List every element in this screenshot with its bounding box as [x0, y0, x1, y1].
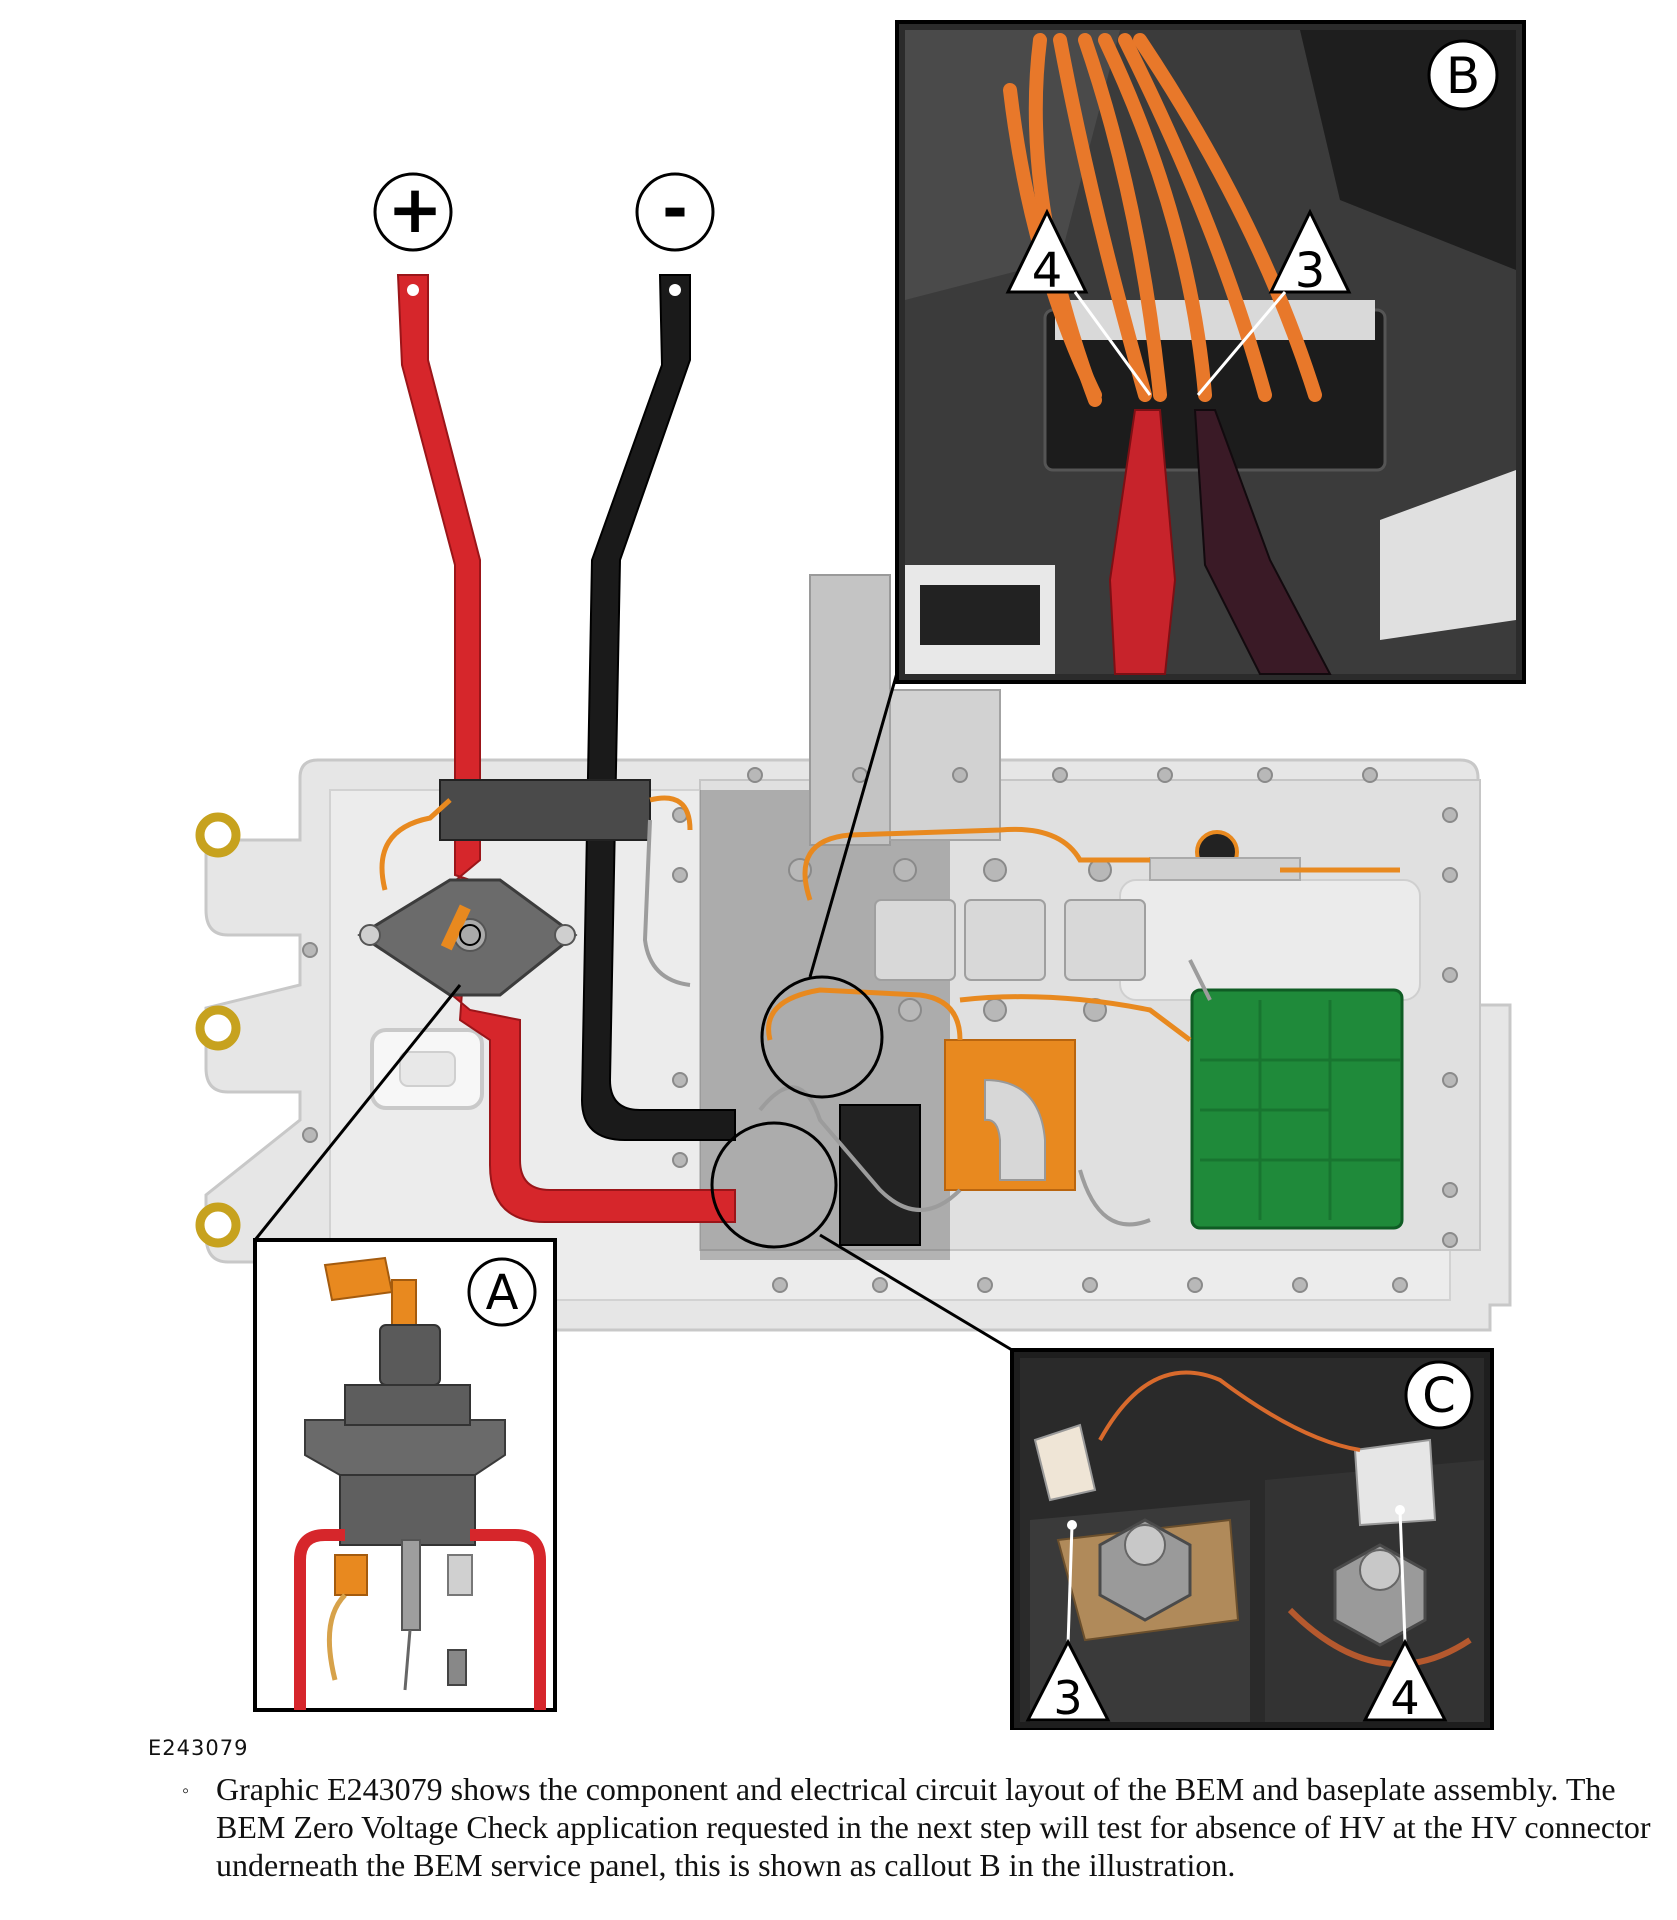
pin-4-triangle-b: [1005, 208, 1089, 294]
callout-a-label: A: [486, 1265, 519, 1321]
negative-terminal-marker: -: [635, 172, 715, 252]
pin-3-label-b: 3: [1295, 243, 1326, 299]
service-disconnect-plate: [357, 878, 578, 997]
grey-harness: [642, 819, 1212, 1227]
callout-c-highlight: [710, 1121, 838, 1249]
positive-busbar: [396, 274, 736, 1223]
pin-3-triangle-b: [1268, 208, 1352, 294]
pin-3-triangle-c: [1025, 1638, 1111, 1722]
callout-b-label: B: [1446, 47, 1480, 105]
busbar-terminal-block: [439, 779, 651, 841]
mounting-eyelets: [195, 812, 241, 1248]
caption-bullet: ◦: [182, 1780, 190, 1802]
leader-lines: [253, 672, 1013, 1352]
probe-red: [1108, 409, 1177, 675]
negative-terminal-label: -: [662, 172, 688, 245]
callout-c-label: C: [1422, 1368, 1456, 1424]
callout-b-highlight: [760, 975, 884, 1099]
callout-a-highlight: [459, 924, 481, 946]
caption-item: ◦ Graphic E243079 shows the component an…: [182, 1770, 1652, 1884]
pin-4-triangle-c: [1362, 1638, 1448, 1722]
positive-terminal-marker: +: [373, 171, 453, 252]
bem-baseplate-illustration: + -: [195, 20, 1526, 1730]
pin-4-label-c: 4: [1390, 1671, 1419, 1725]
probe-black: [1193, 409, 1332, 675]
negative-busbar: [580, 274, 736, 1141]
caption-list: ◦ Graphic E243079 shows the component an…: [182, 1770, 1652, 1884]
baseplate-bolts: [302, 767, 1458, 1293]
inset-c-busbar-terminals: 3 4 C: [1010, 1348, 1494, 1730]
caption-text: Graphic E243079 shows the component and …: [216, 1771, 1651, 1883]
orange-wiring: [379, 795, 1400, 1042]
inset-a-service-disconnect: A: [253, 1238, 557, 1712]
busbar-loop-red: [294, 1529, 546, 1710]
hv-connector-wires: [1003, 33, 1322, 407]
pin-4-label-b: 4: [1032, 243, 1063, 299]
pin-3-label-c: 3: [1053, 1671, 1082, 1725]
figure-id: E243079: [148, 1736, 249, 1760]
positive-terminal-label: +: [387, 171, 442, 248]
inset-b-hv-connector: 4 3 B: [895, 20, 1526, 684]
